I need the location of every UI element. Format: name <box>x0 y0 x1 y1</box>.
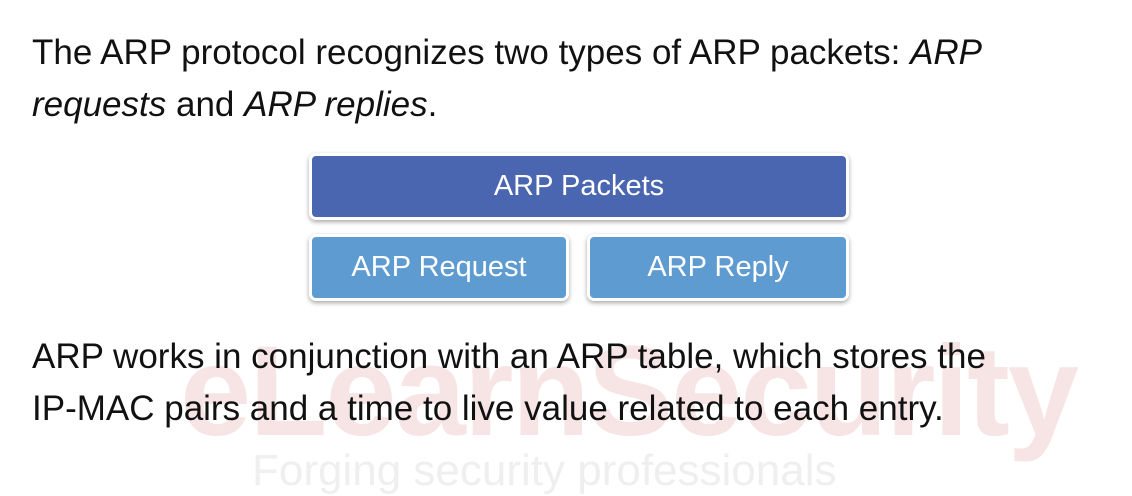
arp-table-line-2: IP-MAC pairs and a time to live value re… <box>32 389 944 428</box>
intro-connector: and <box>166 85 245 124</box>
arp-request-box: ARP Request <box>309 234 569 301</box>
arp-packets-hierarchy-diagram: ARP Packets ARP Request ARP Reply <box>306 150 852 305</box>
arp-reply-box: ARP Reply <box>587 234 849 301</box>
arp-packets-label: ARP Packets <box>493 170 665 202</box>
arp-table-line-1: ARP works in conjunction with an ARP tab… <box>32 337 986 376</box>
intro-text: The ARP protocol recognizes two types of… <box>32 33 911 72</box>
arp-request-label: ARP Request <box>351 251 527 283</box>
term-arp-requests: ARP requests <box>32 33 981 124</box>
watermark-tagline: Forging security professionals <box>252 446 837 495</box>
arp-reply-label: ARP Reply <box>647 251 789 283</box>
intro-end: . <box>427 85 438 124</box>
term-arp-replies: ARP replies <box>244 85 428 124</box>
arp-packets-box: ARP Packets <box>309 153 849 220</box>
intro-paragraph: The ARP protocol recognizes two types of… <box>32 27 1112 131</box>
arp-table-paragraph: ARP works in conjunction with an ARP tab… <box>32 331 1122 435</box>
